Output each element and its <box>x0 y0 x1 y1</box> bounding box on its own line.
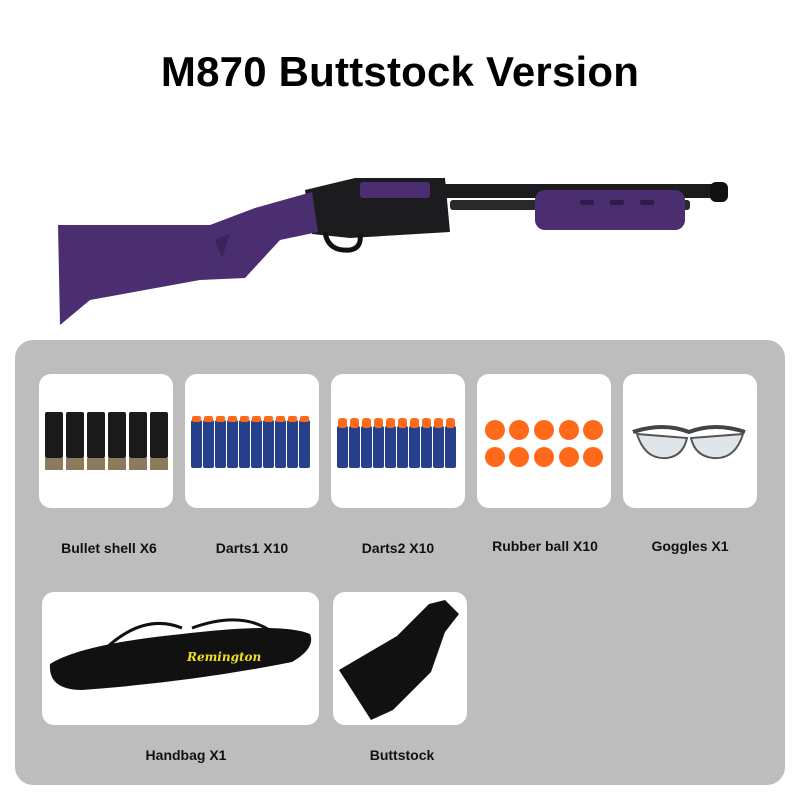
balls-label: Rubber ball X10 <box>492 538 598 554</box>
buttstock-label: Buttstock <box>369 747 435 763</box>
buttstock-card <box>333 592 467 725</box>
page-title: M870 Buttstock Version <box>160 48 640 95</box>
handbag-label: Handbag X1 <box>145 747 227 763</box>
goggles-icon <box>632 425 746 460</box>
dart-icon <box>337 418 456 468</box>
goggles-label: Goggles X1 <box>651 538 729 554</box>
stock-icon <box>339 600 459 720</box>
bag-brand-text: Remington <box>187 650 262 664</box>
bag-icon <box>49 618 312 690</box>
balls-card <box>477 374 611 508</box>
dart-icon <box>191 416 310 468</box>
handbag-card: Remington <box>42 592 319 725</box>
darts1-card <box>185 374 319 508</box>
goggles-card <box>623 374 757 508</box>
shell-label: Bullet shell X6 <box>61 540 157 556</box>
darts2-card <box>331 374 465 508</box>
darts1-label: Darts1 X10 <box>215 540 289 556</box>
shell-card <box>39 374 173 508</box>
shell-icon <box>45 412 168 470</box>
ball-icon <box>485 420 603 467</box>
darts2-label: Darts2 X10 <box>361 540 435 556</box>
shotgun-image <box>58 178 728 325</box>
